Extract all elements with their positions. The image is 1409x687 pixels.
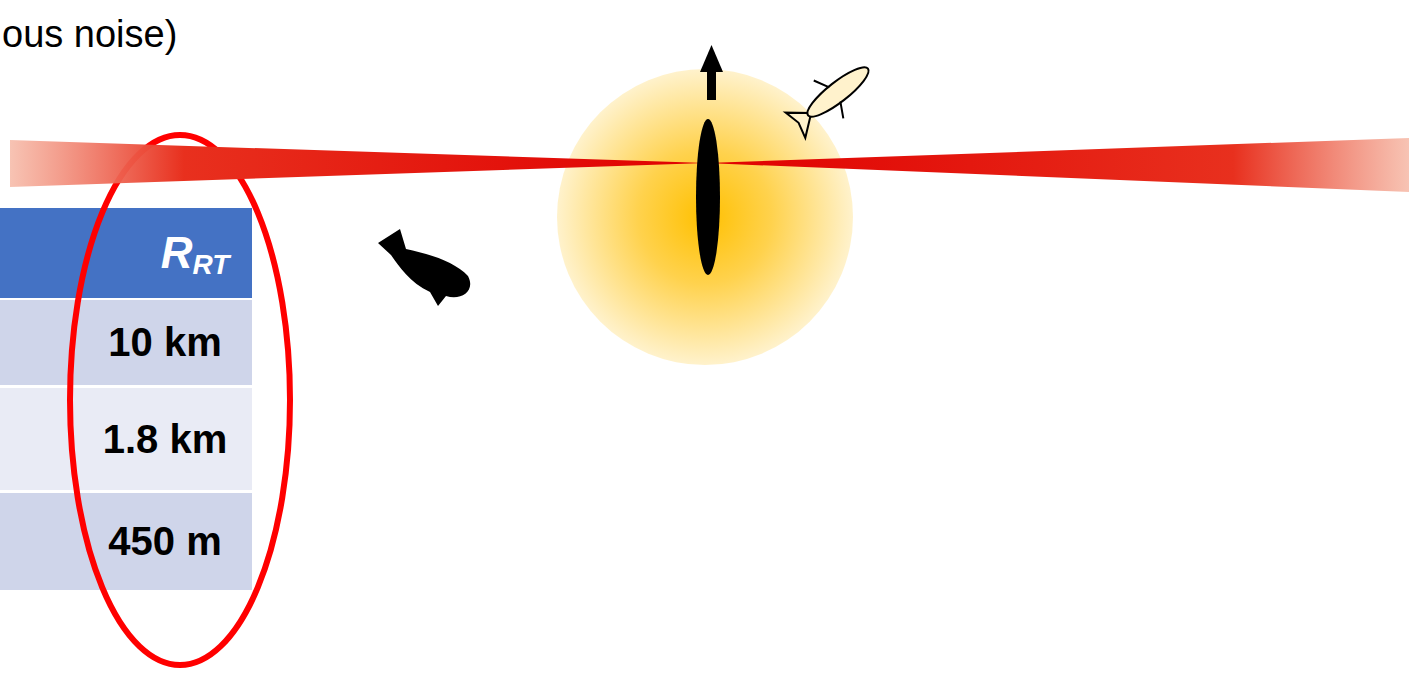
row-ground [0, 493, 252, 590]
header-cell-ground [0, 208, 252, 298]
symbol: R [161, 228, 193, 278]
whale-icon [378, 229, 470, 306]
source-symbol [696, 119, 720, 275]
heading-fragment: ous noise) [2, 4, 422, 64]
beam [10, 140, 706, 187]
arrow-shaft [707, 70, 716, 100]
glider-icon [781, 50, 883, 144]
subscript: RT [192, 249, 229, 281]
table-cell: 1.8 km [95, 388, 235, 490]
table-cell: 450 m [95, 493, 235, 590]
row-ground [0, 300, 252, 385]
row-ground [0, 388, 252, 490]
highlight-ellipse [70, 135, 290, 665]
table-cell: 10 km [95, 300, 235, 385]
arrow-head [700, 45, 723, 72]
header-cell: RRT [140, 208, 250, 298]
beam [706, 138, 1409, 192]
